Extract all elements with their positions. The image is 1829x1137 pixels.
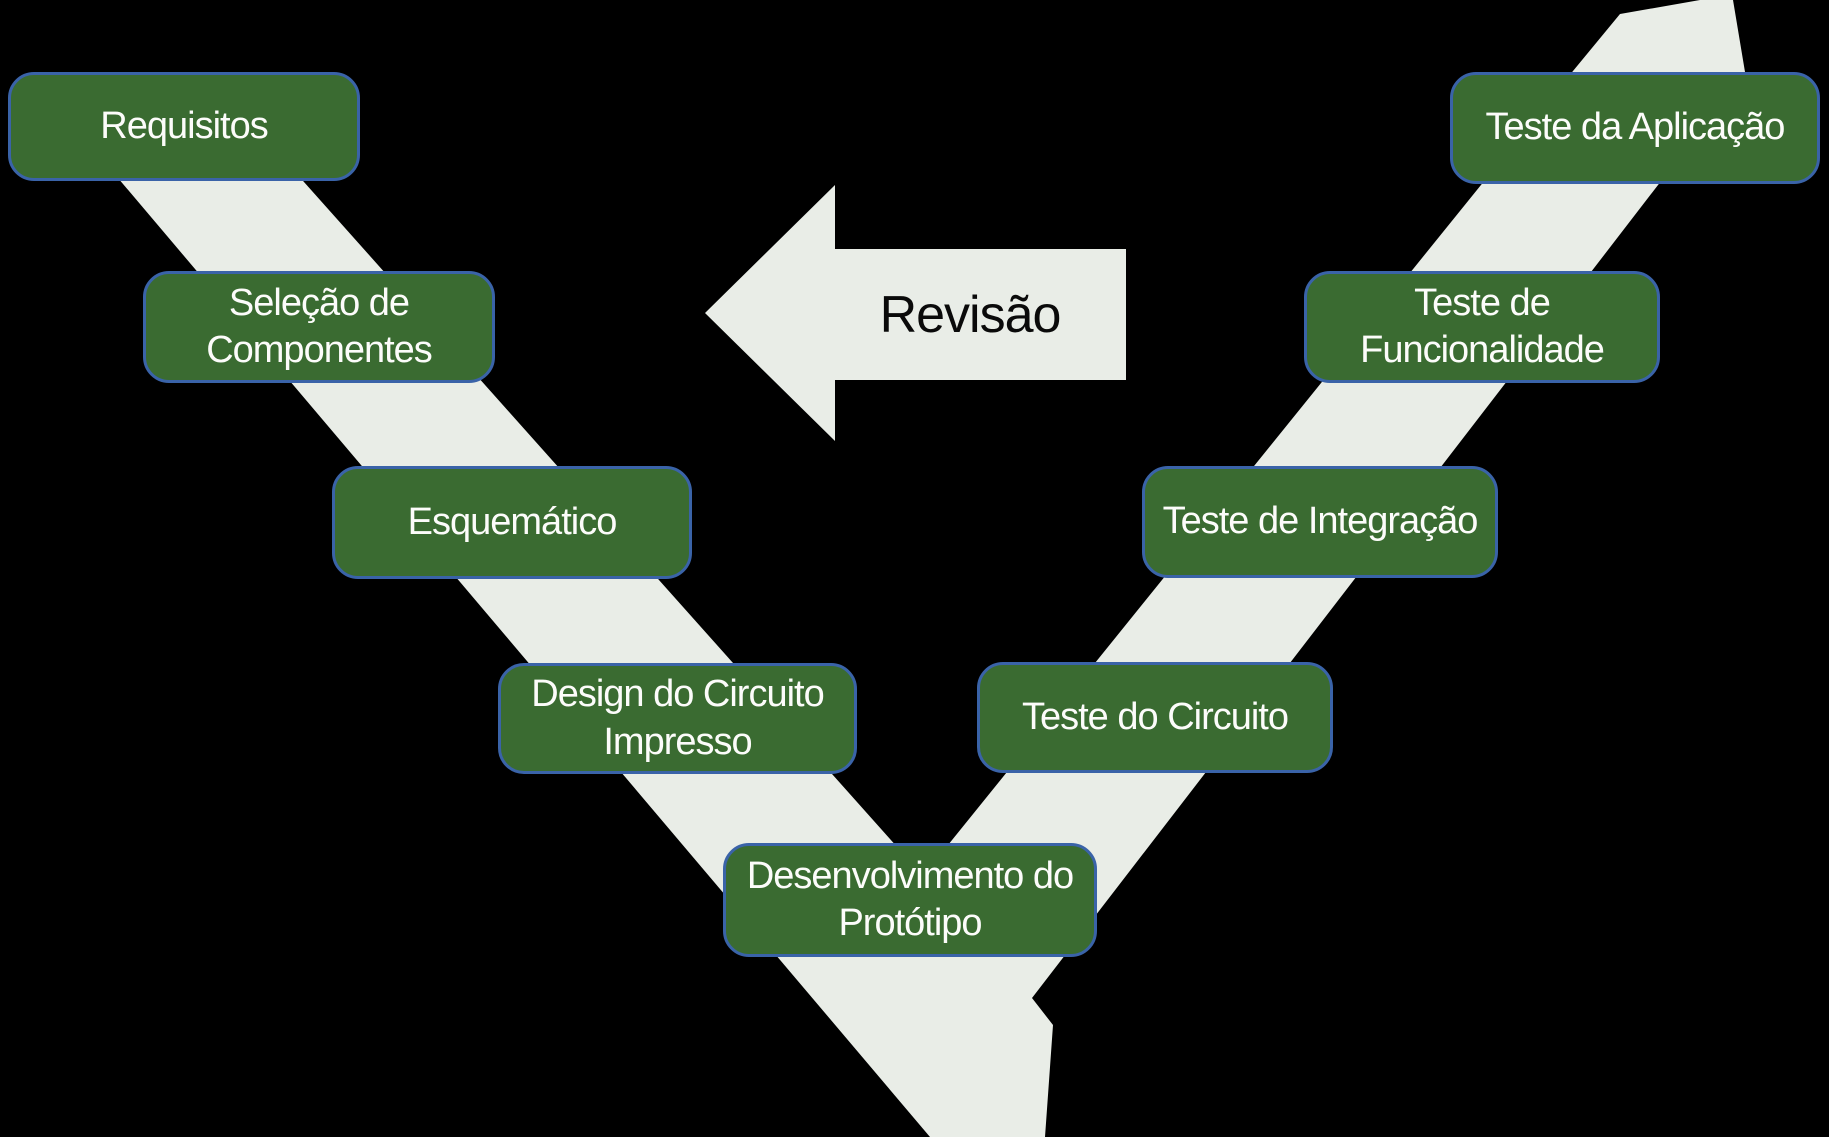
revision-arrow-label: Revisão <box>879 285 1062 344</box>
stage-box-desenvolvimento-do-prototipo: Desenvolvimento do Protótipo <box>723 843 1097 957</box>
stage-box-teste-de-integracao: Teste de Integração <box>1142 466 1498 578</box>
stage-box-label: Desenvolvimento do Protótipo <box>746 854 1074 945</box>
stage-box-selecao-de-componentes: Seleção de Componentes <box>143 271 495 383</box>
stage-box-label: Design do Circuito Impresso <box>531 673 824 763</box>
stage-box-teste-da-aplicacao: Teste da Aplicação <box>1450 72 1820 184</box>
stage-box-label: Seleção de Componentes <box>206 281 433 372</box>
stage-box-label: Requisitos <box>100 104 268 147</box>
stage-box-teste-do-circuito: Teste do Circuito <box>977 662 1333 773</box>
stage-box-requisitos: Requisitos <box>8 72 360 181</box>
stage-box-label: Teste da Aplicação <box>1485 106 1786 149</box>
stage-box-label: Teste de Integração <box>1162 500 1479 543</box>
stage-box-label: Teste do Circuito <box>1021 695 1289 738</box>
revision-arrow-shape <box>705 185 1126 441</box>
stage-box-design-do-circuito-impresso: Design do Circuito Impresso <box>498 663 857 774</box>
stage-box-esquematico: Esquemático <box>332 466 692 579</box>
revision-arrow: Revisão <box>825 249 1115 380</box>
stage-box-label: Esquemático <box>407 500 618 543</box>
stage-box-label: Teste de Funcionalidade <box>1360 281 1605 372</box>
stage-box-teste-de-funcionalidade: Teste de Funcionalidade <box>1304 271 1660 383</box>
